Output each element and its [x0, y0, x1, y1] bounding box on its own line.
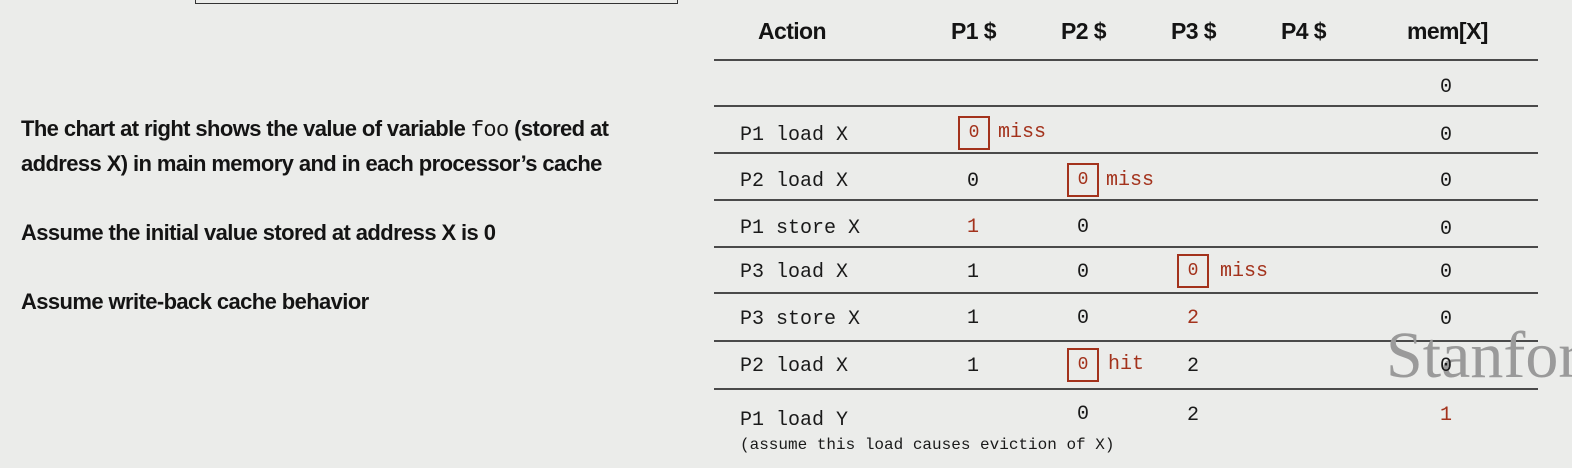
table-rule	[714, 59, 1538, 61]
table-rule	[714, 388, 1538, 390]
table-rule	[714, 105, 1538, 107]
assumption-initial-value: Assume the initial value stored at addre…	[21, 220, 496, 245]
p1-cache-value: 1	[967, 355, 980, 378]
header-p2-cache: P2 $	[1061, 18, 1107, 44]
p2-cache-value: 0	[1077, 261, 1090, 284]
p2-cache-value: 0	[1077, 307, 1090, 330]
stanford-watermark: Stanford	[1386, 319, 1572, 392]
header-action: Action	[758, 18, 827, 44]
description-text: The chart at right shows the value of va…	[21, 116, 471, 141]
table-rule	[714, 246, 1538, 248]
action-label: P3 load X	[740, 261, 849, 284]
p2-cache-value-highlighted: 0	[1067, 163, 1099, 197]
cache-miss-note: miss	[1106, 169, 1155, 192]
header-p3-cache: P3 $	[1171, 18, 1217, 44]
p1-cache-value-highlighted: 0	[958, 116, 990, 150]
table-rule	[714, 199, 1538, 201]
eviction-note: (assume this load causes eviction of X)	[740, 436, 1115, 454]
p2-cache-value-highlighted: 0	[1067, 348, 1099, 382]
p1-cache-value: 1	[967, 261, 980, 284]
mem-value: 0	[1440, 355, 1453, 378]
table-rule	[714, 292, 1538, 294]
mem-value: 0	[1440, 261, 1453, 284]
description-line-2: address X) in main memory and in each pr…	[21, 151, 602, 176]
cache-miss-note: miss	[1220, 260, 1269, 283]
description-line-1: The chart at right shows the value of va…	[21, 111, 609, 148]
p1-cache-value: 1	[967, 307, 980, 330]
mem-value: 0	[1440, 218, 1453, 241]
action-label: P2 load X	[740, 355, 849, 378]
p1-cache-value: 0	[967, 170, 980, 193]
mem-value: 1	[1440, 404, 1453, 427]
p1-cache-value: 1	[967, 216, 980, 239]
action-label: P1 load Y	[740, 409, 849, 432]
p3-cache-value: 2	[1187, 404, 1200, 427]
assumption-write-back: Assume write-back cache behavior	[21, 289, 369, 314]
top-frame-edge	[195, 0, 678, 4]
mem-value: 0	[1440, 170, 1453, 193]
mem-value: 0	[1440, 76, 1453, 99]
action-label: P1 store X	[740, 217, 861, 240]
action-label: P3 store X	[740, 308, 861, 331]
table-rule	[714, 152, 1538, 154]
cache-miss-note: miss	[998, 121, 1047, 144]
table-rule	[714, 340, 1538, 342]
p3-cache-value: 2	[1187, 307, 1200, 330]
p3-cache-value-highlighted: 0	[1177, 254, 1209, 288]
header-p1-cache: P1 $	[951, 18, 997, 44]
p3-cache-value: 2	[1187, 355, 1200, 378]
p2-cache-value: 0	[1077, 403, 1090, 426]
mem-value: 0	[1440, 308, 1453, 331]
header-mem: mem[X]	[1407, 18, 1488, 44]
variable-name: foo	[470, 118, 509, 143]
action-label: P2 load X	[740, 170, 849, 193]
p2-cache-value: 0	[1077, 216, 1090, 239]
cache-hit-note: hit	[1108, 353, 1145, 376]
header-p4-cache: P4 $	[1281, 18, 1327, 44]
mem-value: 0	[1440, 124, 1453, 147]
action-label: P1 load X	[740, 124, 849, 147]
description-text: (stored at	[508, 116, 609, 141]
